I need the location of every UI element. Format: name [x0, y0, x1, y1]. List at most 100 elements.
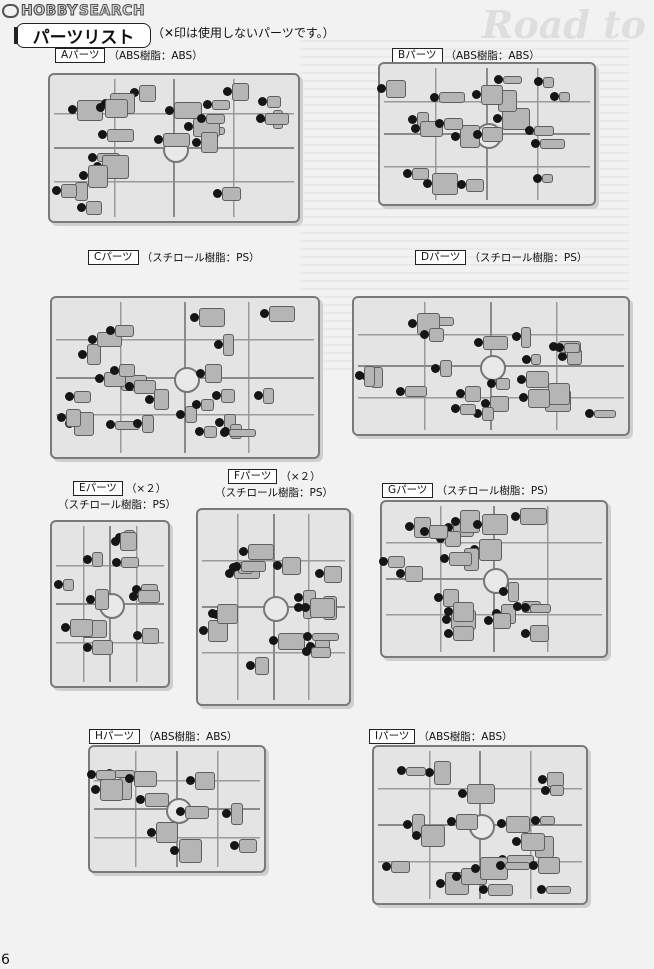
sprue-part [144, 793, 169, 808]
part-number-marker [185, 776, 195, 786]
sprue-part [594, 409, 616, 418]
sprue-part [520, 508, 547, 525]
sprue-part [480, 84, 504, 105]
part-number-marker [87, 769, 97, 779]
part-number-marker [534, 77, 544, 87]
part-number-marker [493, 74, 503, 84]
part-number-marker [549, 341, 559, 351]
part-number-marker [293, 603, 303, 613]
sprue-part [445, 530, 462, 547]
part-number-marker [260, 309, 270, 319]
sprue-part [134, 770, 157, 788]
runner-tag-g: Gパーツ [382, 483, 434, 498]
part-number-marker [57, 413, 67, 423]
part-number-marker [436, 878, 446, 888]
sprue-part [440, 360, 453, 378]
sprue-part [85, 201, 103, 215]
watermark-search: SEARCH [78, 3, 146, 20]
part-number-marker [83, 554, 93, 564]
sprue-part [254, 657, 269, 675]
sprue-part [211, 100, 231, 110]
sprue-part [559, 92, 571, 102]
runner-tag-i: Iパーツ [369, 729, 416, 744]
part-number-marker [129, 88, 139, 98]
runner-count-e: （×２） [125, 483, 167, 495]
part-number-marker [532, 173, 542, 183]
sprue-part [179, 839, 203, 864]
sprue-part [263, 387, 274, 405]
sprue-part [232, 82, 249, 101]
runner-material-b: （ABS樹脂：ABS） [445, 50, 540, 62]
part-number-marker [407, 115, 417, 125]
part-number-marker [411, 830, 421, 840]
part-number-marker [221, 809, 231, 819]
sprue-part [62, 578, 74, 592]
sprue-part [61, 183, 78, 198]
part-number-marker [197, 113, 207, 123]
sprue-part [217, 604, 239, 624]
sprue-part [118, 363, 135, 378]
part-number-marker [411, 124, 421, 134]
sprue-part [467, 783, 495, 804]
part-number-marker [165, 105, 175, 115]
part-number-marker [129, 591, 139, 601]
part-number-marker [153, 134, 163, 144]
part-number-marker [133, 418, 143, 428]
part-number-marker [202, 100, 212, 110]
sprue-part [230, 803, 244, 826]
runner-tag-a: Aパーツ [55, 48, 106, 63]
part-number-marker [170, 846, 180, 856]
sprue-part [478, 538, 503, 561]
part-number-marker [300, 602, 310, 612]
sprue-part [138, 590, 161, 603]
sprue-part [452, 601, 474, 622]
sprue-part [201, 132, 219, 154]
part-number-marker [257, 97, 267, 107]
sprue-part [142, 628, 160, 645]
part-number-marker [481, 398, 491, 408]
part-number-marker [306, 641, 316, 651]
title-bar [14, 27, 18, 44]
part-number-marker [195, 427, 205, 437]
part-number-marker [473, 519, 483, 529]
sprue-part [134, 380, 156, 394]
sprue-part [539, 815, 555, 826]
runner-material-a: （ABS樹脂：ABS） [108, 50, 203, 62]
part-number-marker [511, 332, 521, 342]
part-number-marker [396, 766, 406, 776]
sprue-part [92, 640, 113, 655]
sprue-part [92, 551, 104, 568]
part-number-marker [511, 511, 520, 521]
part-number-marker [94, 374, 104, 384]
sprue-part [223, 333, 234, 357]
part-number-marker [176, 807, 186, 817]
part-number-marker [212, 390, 222, 400]
part-number-marker [213, 189, 223, 199]
part-number-marker [558, 351, 568, 361]
part-number-marker [238, 546, 248, 556]
part-number-marker [447, 816, 457, 826]
sprue-part [184, 406, 198, 423]
part-number-marker [529, 860, 539, 870]
part-number-marker [518, 393, 528, 403]
sprue-part [239, 839, 258, 853]
part-number-marker [456, 180, 466, 190]
page-title-text: パーツリスト [32, 28, 135, 48]
runner-g [379, 500, 608, 658]
part-number-marker [517, 374, 527, 384]
part-number-marker [111, 536, 121, 546]
runner-material-e: （スチロール樹脂：PS） [58, 499, 176, 511]
sprue-part [388, 556, 406, 568]
runner-tag-f: Fパーツ [228, 469, 278, 484]
part-number-marker [199, 625, 209, 635]
sprue-part [278, 632, 306, 651]
part-number-marker [530, 815, 540, 825]
sprue-part [205, 364, 223, 384]
sprue-part [434, 761, 452, 785]
part-number-marker [530, 138, 540, 148]
sprue-part [481, 127, 504, 143]
sprue-part [107, 128, 134, 142]
part-number-marker [79, 171, 89, 181]
sprue-part [459, 403, 476, 416]
sprue-part [201, 399, 215, 411]
